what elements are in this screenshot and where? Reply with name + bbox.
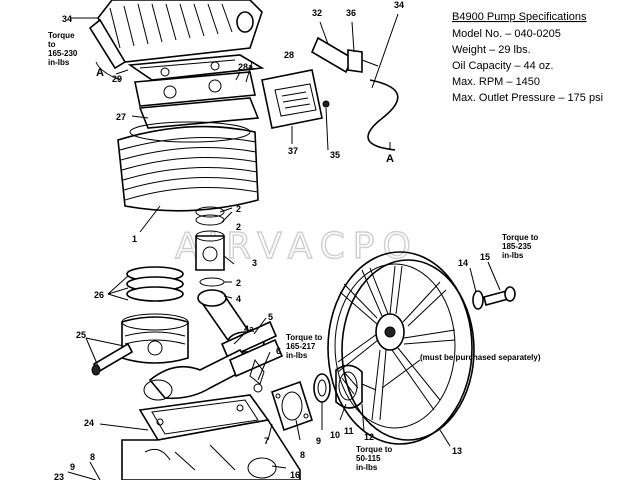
part-label-28a: 28a bbox=[238, 62, 254, 72]
reference-mark-a-left: A bbox=[96, 67, 104, 79]
part-label-5: 5 bbox=[268, 312, 273, 322]
part-label-2-top: 2 bbox=[236, 204, 241, 214]
part-number-labels: 34 29 28a 28 27 1 2 2 3 2 4 26 25 4a 5 6… bbox=[54, 0, 490, 480]
part-label-15: 15 bbox=[480, 252, 490, 262]
piston-drawing bbox=[91, 266, 189, 376]
part-label-34-right: 34 bbox=[394, 0, 404, 10]
part-label-4: 4 bbox=[236, 294, 241, 304]
part-label-12: 12 bbox=[364, 432, 374, 442]
spec-model: Model No. – 040-0205 bbox=[452, 28, 561, 40]
part-label-32: 32 bbox=[312, 8, 322, 18]
part-label-2-low: 2 bbox=[236, 278, 241, 288]
torque-rod-line-2: 165-217 bbox=[286, 342, 316, 351]
part-label-8: 8 bbox=[90, 452, 95, 462]
pulley-bolt-drawing bbox=[472, 286, 516, 310]
cylinder-drawing bbox=[117, 97, 260, 212]
spec-max-pressure: Max. Outlet Pressure – 175 psi bbox=[452, 92, 603, 104]
part-label-8-right: 8 bbox=[300, 450, 305, 460]
torque-note-head: Torque to 165-230 in-lbs bbox=[48, 31, 78, 67]
part-label-9-left: 9 bbox=[70, 462, 75, 472]
leader-lines bbox=[67, 13, 501, 480]
torque-note-pulley: Torque to 185-235 in-lbs bbox=[502, 233, 538, 260]
part-label-14: 14 bbox=[458, 258, 468, 268]
part-label-35: 35 bbox=[330, 150, 340, 160]
crankshaft-drawing bbox=[143, 338, 284, 401]
torque-rod-line-1: Torque to bbox=[286, 333, 322, 342]
part-label-26: 26 bbox=[94, 290, 104, 300]
torque-rod-line-3: in-lbs bbox=[286, 351, 308, 360]
part-label-34: 34 bbox=[62, 14, 72, 24]
torque-head-line-1: Torque bbox=[48, 31, 75, 40]
spec-max-rpm: Max. RPM – 1450 bbox=[452, 76, 540, 88]
unloader-bracket-drawing bbox=[310, 36, 399, 151]
reed-valve-assembly-drawing bbox=[261, 69, 330, 129]
torque-head-line-2: to bbox=[48, 40, 56, 49]
torque-head-line-3: 165-230 bbox=[48, 49, 78, 58]
part-label-4a: 4a bbox=[244, 324, 255, 334]
torque-hub-line-3: in-lbs bbox=[356, 463, 378, 472]
part-label-3: 3 bbox=[252, 258, 257, 268]
part-label-36: 36 bbox=[346, 8, 356, 18]
torque-head-line-4: in-lbs bbox=[48, 58, 70, 67]
valve-plate-drawing bbox=[127, 54, 265, 107]
connecting-rod-drawing bbox=[195, 206, 278, 360]
reference-mark-a-right: A bbox=[386, 153, 394, 165]
part-label-2-mid: 2 bbox=[236, 222, 241, 232]
crankcase-drawing bbox=[121, 358, 301, 480]
spec-oil-capacity: Oil Capacity – 44 oz. bbox=[452, 60, 554, 72]
spec-block: B4900 Pump Specifications Model No. – 04… bbox=[452, 11, 603, 104]
part-label-9: 9 bbox=[316, 436, 321, 446]
part-label-6: 6 bbox=[276, 346, 281, 356]
torque-note-rod: Torque to 165-217 in-lbs bbox=[286, 333, 322, 360]
part-label-7: 7 bbox=[264, 436, 269, 446]
part-label-27: 27 bbox=[116, 112, 126, 122]
spec-title: B4900 Pump Specifications bbox=[452, 11, 587, 23]
part-label-1: 1 bbox=[132, 234, 137, 244]
part-label-13: 13 bbox=[452, 446, 462, 456]
torque-note-hub: Torque to 50-115 in-lbs bbox=[356, 445, 392, 472]
torque-hub-line-2: 50-115 bbox=[356, 454, 381, 463]
cylinder-head-drawing bbox=[88, 0, 263, 70]
part-label-28: 28 bbox=[284, 50, 294, 60]
flywheel-pulley-drawing bbox=[327, 251, 475, 445]
torque-hub-line-1: Torque to bbox=[356, 445, 392, 454]
bearing-and-seal-drawing bbox=[271, 364, 377, 432]
part-label-29: 29 bbox=[112, 74, 122, 84]
purchase-note: (must be purchased separately) bbox=[420, 353, 541, 362]
part-label-24: 24 bbox=[84, 418, 94, 428]
torque-pulley-line-3: in-lbs bbox=[502, 251, 524, 260]
torque-pulley-line-2: 185-235 bbox=[502, 242, 532, 251]
part-label-10: 10 bbox=[330, 430, 340, 440]
part-label-16: 16 bbox=[290, 470, 300, 480]
torque-pulley-line-1: Torque to bbox=[502, 233, 538, 242]
part-label-23: 23 bbox=[54, 472, 64, 480]
part-label-11: 11 bbox=[344, 426, 354, 436]
part-label-37: 37 bbox=[288, 146, 298, 156]
spec-weight: Weight – 29 lbs. bbox=[452, 44, 531, 56]
part-label-25: 25 bbox=[76, 330, 86, 340]
